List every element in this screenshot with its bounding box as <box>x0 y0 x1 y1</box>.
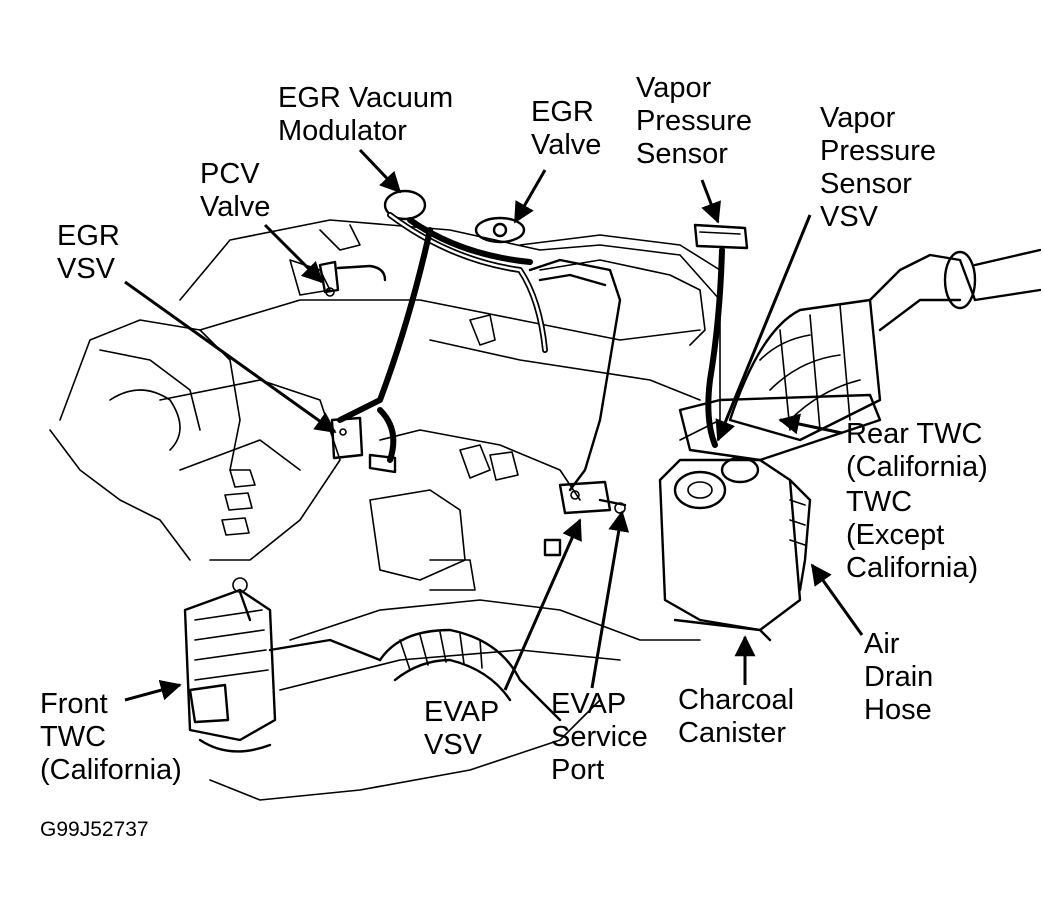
front-twc-part <box>183 577 562 753</box>
egr-vsv-part <box>330 227 433 474</box>
arrow-evap-vsv <box>503 518 582 691</box>
charcoal-canister-part <box>658 456 812 642</box>
arrow-pcv-valve <box>263 223 324 284</box>
engine-outline <box>49 219 721 801</box>
rear-twc-part <box>678 248 1042 462</box>
arrow-egr-valve <box>513 169 547 224</box>
evap-vsv-part <box>543 480 627 557</box>
arrow-vapor-pressure-sensor-vsv <box>715 214 812 442</box>
arrow-vapor-pressure-sensor <box>700 179 721 224</box>
vapor-pressure-sensor-part <box>693 223 749 448</box>
label-rear-twc: Rear TWC(California) <box>846 418 988 483</box>
arrow-front-twc <box>124 679 182 702</box>
arrow-egr-vsv <box>124 280 337 434</box>
egr-modulator-assembly <box>383 189 622 492</box>
arrow-air-drain-hose <box>810 563 864 636</box>
arrow-rear-twc <box>778 413 843 435</box>
figure-code: G99J52737 <box>40 818 149 841</box>
arrow-egr-vacuum-modulator <box>358 148 402 194</box>
arrow-evap-service-port <box>590 510 630 689</box>
leader-arrows <box>124 148 864 702</box>
pcv-valve-part <box>318 260 387 297</box>
